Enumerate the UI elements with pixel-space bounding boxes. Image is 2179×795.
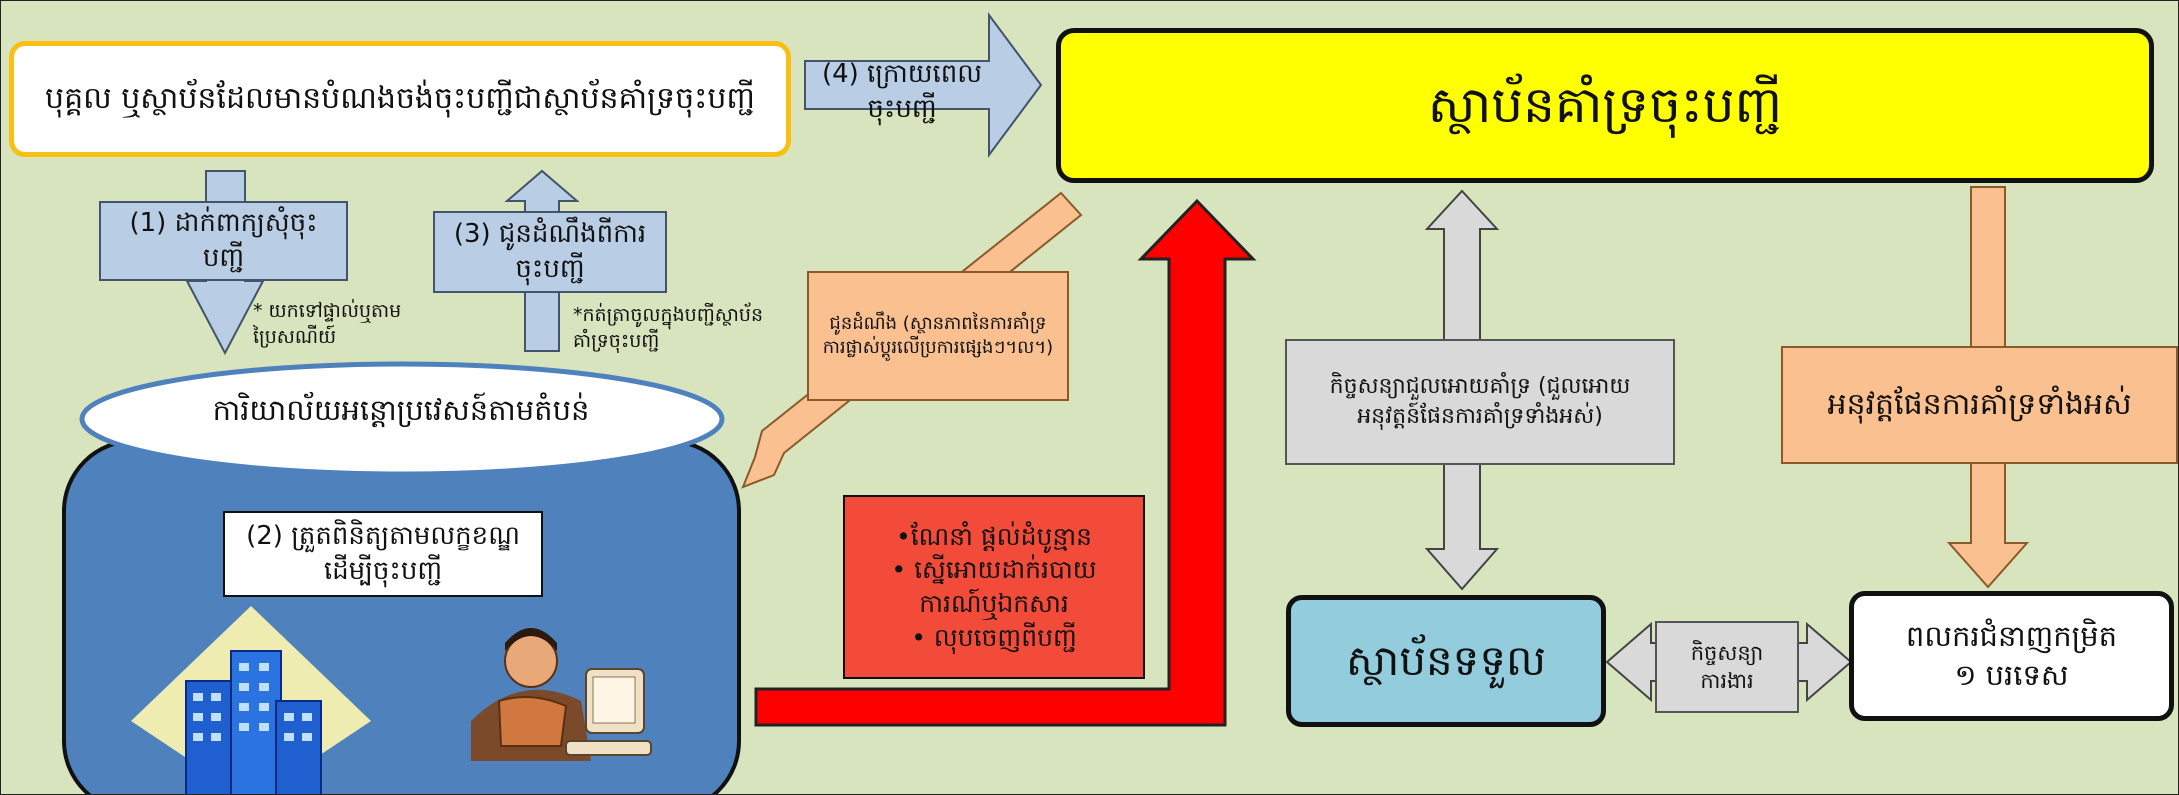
receiver-label: ស្ថាប័នទទួល [1346, 635, 1546, 685]
applicant-label: បុគ្គល ឬស្ថាប័នដែលមានបំណងចង់ចុះបញ្ជីជាស្… [45, 80, 755, 116]
contract-label: កិច្ចសន្យាជួលអោយគាំទ្រ (ជួលអោយអនុវត្តន៍ផ… [1329, 374, 1631, 429]
implement-box: អនុវត្តផែនការគាំទ្រទាំងអស់ [1781, 346, 2178, 464]
guidance-red-arrow [754, 198, 1257, 727]
regional-office-title: ការិយាល័យអន្តោប្រវេសន៍តាមតំបន់ [212, 393, 590, 427]
step2-box: (2) ត្រួតពិនិត្យតាមលក្ខខណ្ឌដើម្បីចុះបញ្ជ… [223, 511, 543, 597]
applicant-box: បុគ្គល ឬស្ថាប័នដែលមានបំណងចង់ចុះបញ្ជីជាស្… [9, 41, 791, 157]
contract-box: កិច្ចសន្យាជួលអោយគាំទ្រ (ជួលអោយអនុវត្តន៍ផ… [1285, 339, 1675, 465]
step2-label: (2) ត្រួតពិនិត្យតាមលក្ខខណ្ឌដើម្បីចុះបញ្ជ… [246, 520, 520, 586]
worker-box: ពលករជំនាញកម្រិត ១ បរទេស [1849, 591, 2174, 721]
regional-office-header-ellipse [79, 361, 725, 477]
guidance-item-3: • លុបចេញពីបញ្ជី [911, 622, 1077, 652]
worker-line2: ១ បរទេស [1954, 658, 2069, 692]
step4-label: (4) ក្រោយពេលចុះបញ្ជី [821, 59, 983, 125]
guidance-item-2: • ស្នើអោយដាក់របាយការណ៍ឬឯកសារ [891, 555, 1097, 618]
step3-label: (3) ជូនដំណឹងពីការចុះបញ្ជី [453, 218, 647, 284]
step3-note: *កត់ត្រាចូលក្នុងបញ្ជីស្ថាប័នគាំទ្រចុះបញ្… [573, 304, 764, 352]
guidance-box: •ណែនាំ ផ្តល់ដំបូន្មាន • ស្នើអោយដាក់របាយក… [843, 495, 1145, 679]
employment-contract-line2: ការងារ [1700, 669, 1754, 693]
support-org-label: ស្ថាប័នគាំទ្រចុះបញ្ជី [1427, 75, 1783, 134]
employment-contract-box: កិច្ចសន្យា ការងារ [1655, 621, 1799, 713]
step1-note: * យកទៅផ្ទាល់ឬតាមប្រៃសណីយ៍ [253, 300, 402, 348]
implement-label: អនុវត្តផែនការគាំទ្រទាំងអស់ [1827, 386, 2132, 422]
notify-box: ជូនដំណឹង (ស្ថានភាពនៃការគាំទ្រ ការផ្លាស់ប… [807, 271, 1069, 401]
person-computer-icon [471, 628, 652, 761]
employment-contract-line1: កិច្ចសន្យា [1690, 640, 1764, 665]
step4-right-arrow [804, 11, 1043, 159]
support-org-box: ស្ថាប័នគាំទ្រចុះបញ្ជី [1056, 28, 2154, 183]
worker-line1: ពលករជំនាញកម្រិត [1905, 618, 2118, 653]
notify-label: ជូនដំណឹង (ស្ថានភាពនៃការគាំទ្រ ការផ្លាស់ប… [822, 312, 1054, 358]
building-icon [131, 606, 371, 794]
step1-box: (1) ដាក់ពាក្យសុំចុះបញ្ជី [99, 201, 348, 281]
guidance-item-1: •ណែនាំ ផ្តល់ដំបូន្មាន [895, 521, 1093, 551]
step1-label: (1) ដាក់ពាក្យសុំចុះបញ្ជី [129, 207, 318, 273]
receiver-box: ស្ថាប័នទទួល [1286, 595, 1606, 727]
step3-box: (3) ជូនដំណឹងពីការចុះបញ្ជី [433, 211, 667, 293]
